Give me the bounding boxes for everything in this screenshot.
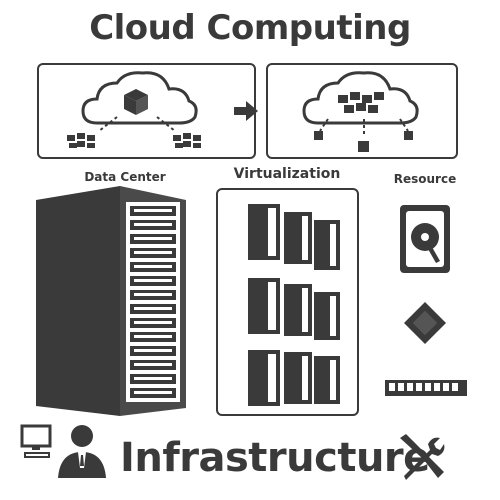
page-title: Cloud Computing <box>89 8 411 48</box>
hard-drive-icon <box>400 205 450 273</box>
cloud-virtualization-panel <box>266 63 458 159</box>
virtualization-panel <box>216 188 359 416</box>
cloud-single-cube-icon <box>67 71 201 148</box>
data-center-label: Data Center <box>84 170 166 184</box>
cloud-cube-cluster-icon <box>302 71 419 152</box>
tools-icon <box>400 434 445 480</box>
infrastructure-title: Infrastructure <box>120 435 430 481</box>
user-icon <box>58 425 106 478</box>
ram-module-icon <box>385 380 467 396</box>
resource-label: Resource <box>393 172 457 186</box>
arrow-right-icon <box>234 101 258 121</box>
cloud-datacenter-panel <box>37 63 256 159</box>
cpu-chip-icon <box>404 302 446 344</box>
server-towers-icon <box>248 204 340 406</box>
computer-icon <box>20 424 52 458</box>
server-rack-icon <box>36 186 186 416</box>
virtualization-label: Virtualization <box>233 166 341 182</box>
